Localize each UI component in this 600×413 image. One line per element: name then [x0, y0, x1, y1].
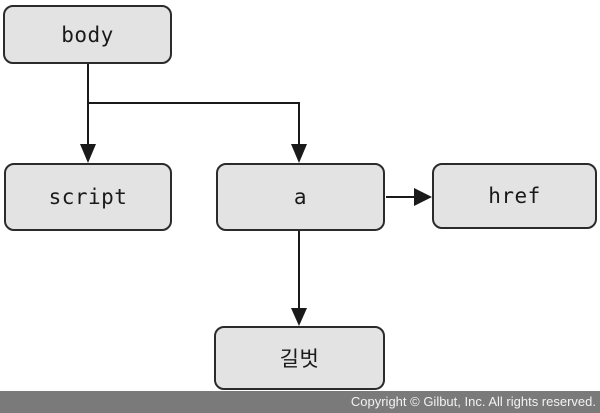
arrowhead-href — [414, 188, 432, 206]
copyright-bar: Copyright © Gilbut, Inc. All rights rese… — [0, 391, 600, 413]
node-body-label: body — [61, 22, 114, 47]
node-body: body — [3, 5, 172, 64]
node-href: href — [432, 163, 597, 229]
arrowhead-gilbut — [291, 308, 307, 326]
node-a: a — [216, 163, 385, 231]
node-script: script — [4, 163, 172, 231]
arrowhead-script — [80, 144, 96, 163]
arrowhead-a — [291, 144, 307, 163]
node-script-label: script — [48, 185, 128, 209]
copyright-text: Copyright © Gilbut, Inc. All rights rese… — [350, 394, 596, 409]
node-href-label: href — [488, 184, 541, 208]
node-a-label: a — [293, 185, 308, 209]
node-gilbut-label: 길벗 — [279, 347, 320, 371]
node-gilbut: 길벗 — [214, 326, 385, 390]
